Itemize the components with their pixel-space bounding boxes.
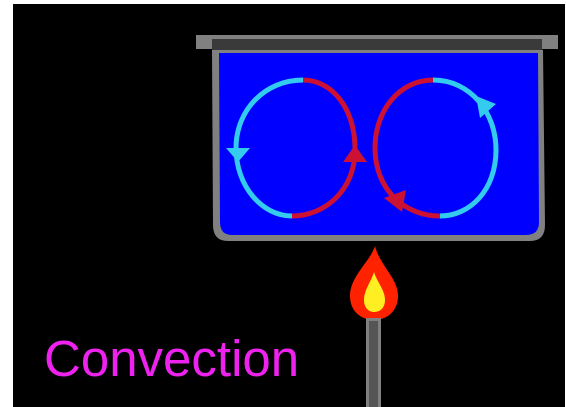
- diagram-caption: Convection: [44, 329, 299, 389]
- bunsen-burner-icon: [366, 318, 381, 407]
- burner-stem-shade: [369, 321, 378, 407]
